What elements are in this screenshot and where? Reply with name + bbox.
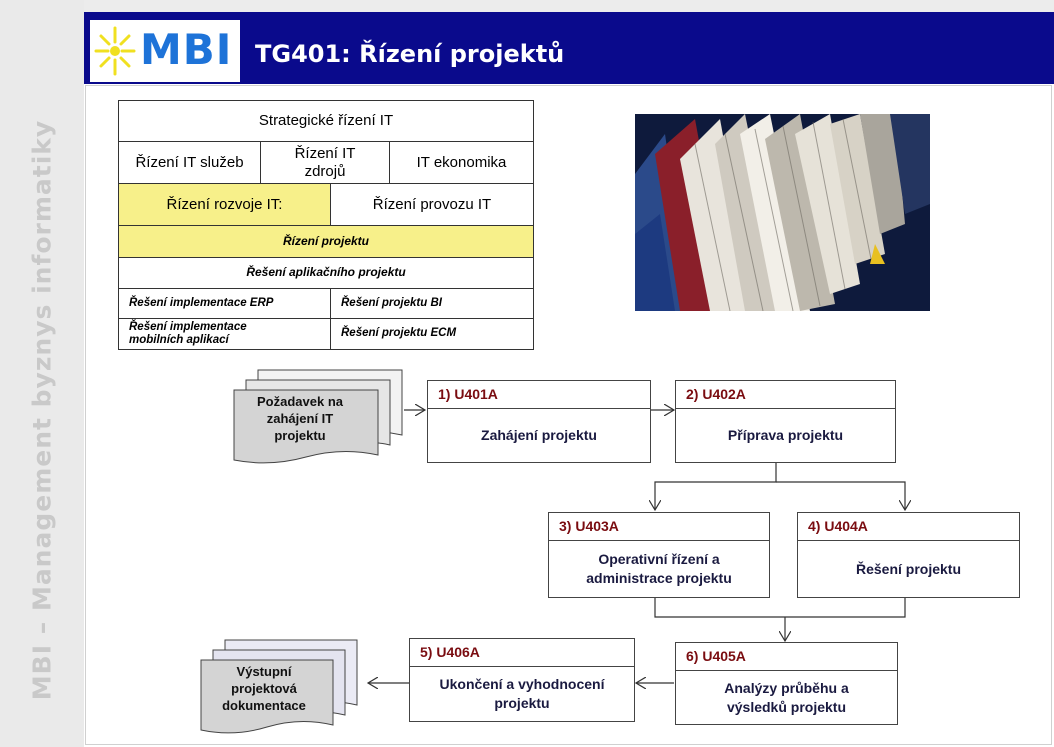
process-code: 5) U406A xyxy=(410,639,634,667)
layer-development: Řízení rozvoje IT: xyxy=(118,183,331,226)
input-document-label: Požadavek na zahájení IT projektu xyxy=(257,394,343,443)
arrow-u402a-to-u403a xyxy=(655,462,777,510)
join-line xyxy=(654,597,906,618)
layer-bi: Řešení projektu BI xyxy=(330,288,534,319)
output-document-icon xyxy=(200,639,358,734)
logo-text: MBI xyxy=(140,25,233,74)
mbi-logo: MBI xyxy=(90,20,240,82)
sun-icon xyxy=(94,26,136,76)
process-code: 2) U402A xyxy=(676,381,895,409)
page-title: TG401: Řízení projektů xyxy=(255,40,565,68)
content-border xyxy=(85,85,1052,745)
process-name: Ukončení a vyhodnocení projektu xyxy=(439,676,605,711)
process-u402a: 2) U402A Příprava projektu xyxy=(675,380,896,463)
process-u405a: 6) U405A Analýzy průběhu a výsledků proj… xyxy=(675,642,898,725)
input-document-icon xyxy=(233,369,403,464)
arrow-u402a-to-u404a xyxy=(776,481,905,510)
process-code: 1) U401A xyxy=(428,381,650,409)
sidebar: MBI – Management byznys informatiky xyxy=(0,0,84,747)
process-name: Operativní řízení a administrace projekt… xyxy=(586,551,732,586)
process-name: Příprava projektu xyxy=(727,427,844,444)
process-code: 6) U405A xyxy=(676,643,897,671)
layer-operations: Řízení provozu IT xyxy=(330,183,534,226)
layer-erp: Řešení implementace ERP xyxy=(118,288,331,319)
output-document-label: Výstupní projektová dokumentace xyxy=(222,664,306,713)
layer-project-management: Řízení projektu xyxy=(118,225,534,258)
process-code: 3) U403A xyxy=(549,513,769,541)
process-code: 4) U404A xyxy=(798,513,1019,541)
process-u406a: 5) U406A Ukončení a vyhodnocení projektu xyxy=(409,638,635,722)
process-u404a: 4) U404A Řešení projektu xyxy=(797,512,1020,598)
layer-economics: IT ekonomika xyxy=(389,141,534,184)
process-name: Řešení projektu xyxy=(855,560,962,577)
process-name: Zahájení projektu xyxy=(481,427,597,444)
header-bar xyxy=(84,12,1054,84)
process-u401a: 1) U401A Zahájení projektu xyxy=(427,380,651,463)
layer-mobile: Řešení implementace mobilních aplikací xyxy=(118,318,331,350)
layer-app-project: Řešení aplikačního projektu xyxy=(118,257,534,289)
process-name: Analýzy průběhu a výsledků projektu xyxy=(724,679,849,715)
layer-ecm: Řešení projektu ECM xyxy=(330,318,534,350)
layer-strategic: Strategické řízení IT xyxy=(118,100,534,142)
process-u403a: 3) U403A Operativní řízení a administrac… xyxy=(548,512,770,598)
binders-photo xyxy=(635,114,930,311)
